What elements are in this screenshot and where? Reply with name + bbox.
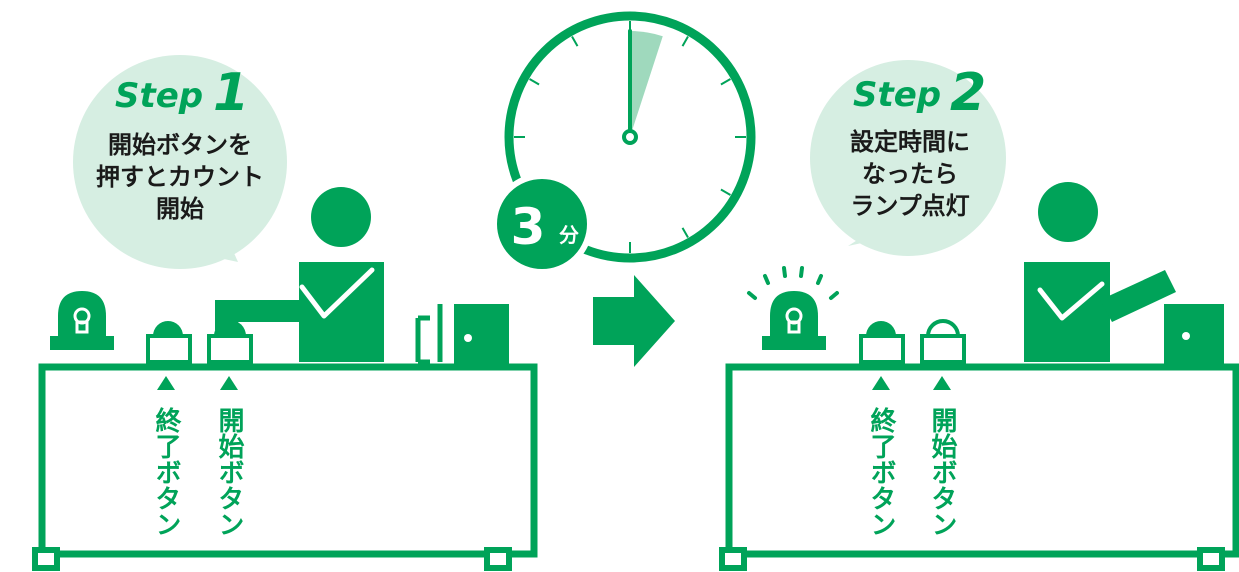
clock-tick — [720, 188, 731, 196]
lit-lamp-icon — [747, 266, 839, 350]
end-button-label: 終了ボタン — [151, 376, 181, 537]
step1-speech-bubble: Step 1 開始ボタンを 押すとカウント 開始 — [73, 55, 287, 269]
clock-ticks — [514, 21, 746, 253]
door-icon-2 — [1164, 304, 1224, 364]
end-button-icon — [146, 321, 192, 364]
step1-text-line-1: 開始ボタンを — [108, 131, 252, 159]
clock-tick — [681, 227, 689, 238]
elapsed-sector — [630, 31, 663, 137]
step1-text-line-2: 押すとカウント — [96, 163, 264, 191]
start-button-label: 開始ボタン — [214, 376, 244, 537]
svg-text:開始ボタン: 開始ボタン — [927, 407, 957, 537]
step1-panel: Step 1 開始ボタンを 押すとカウント 開始 — [32, 55, 538, 571]
clock-tick — [571, 36, 579, 47]
svg-text:終了ボタン: 終了ボタン — [151, 406, 181, 537]
rotating-lamp-icon — [50, 291, 114, 350]
clock-center — [622, 129, 638, 145]
person-icon-2 — [1024, 182, 1176, 362]
step2-text-line-3: ランプ点灯 — [850, 192, 969, 220]
clock-tick — [720, 78, 731, 86]
step2-text-line-1: 設定時間に — [850, 128, 970, 156]
end-button-label-2: 終了ボタン — [866, 376, 896, 537]
clock-tick — [529, 78, 540, 86]
start-button-label-2: 開始ボタン — [927, 376, 957, 537]
step1-text-line-3: 開始 — [156, 195, 204, 223]
desk-icon-2 — [719, 363, 1239, 571]
step2-heading: Step — [853, 75, 941, 115]
door-icon — [415, 304, 509, 365]
step2-panel: Step 2 設定時間に なったら ランプ点灯 — [719, 60, 1239, 571]
step1-heading: Step — [115, 76, 203, 116]
step2-number: 2 — [950, 63, 986, 123]
duration-badge: 3 分 — [491, 173, 593, 275]
duration-unit: 分 — [559, 223, 579, 247]
right-arrow-icon — [593, 275, 675, 367]
duration-number: 3 — [511, 198, 546, 256]
svg-text:終了ボタン: 終了ボタン — [866, 406, 896, 537]
step2-speech-bubble: Step 2 設定時間に なったら ランプ点灯 — [810, 60, 1006, 256]
svg-text:開始ボタン: 開始ボタン — [214, 407, 244, 537]
clock-tick — [681, 36, 689, 47]
step2-text-line-2: なったら — [862, 160, 958, 188]
step1-number: 1 — [213, 63, 249, 123]
start-button-icon-2 — [920, 319, 966, 364]
person-icon — [215, 187, 384, 362]
end-button-icon-2 — [859, 321, 905, 364]
desk-icon — [32, 363, 538, 571]
